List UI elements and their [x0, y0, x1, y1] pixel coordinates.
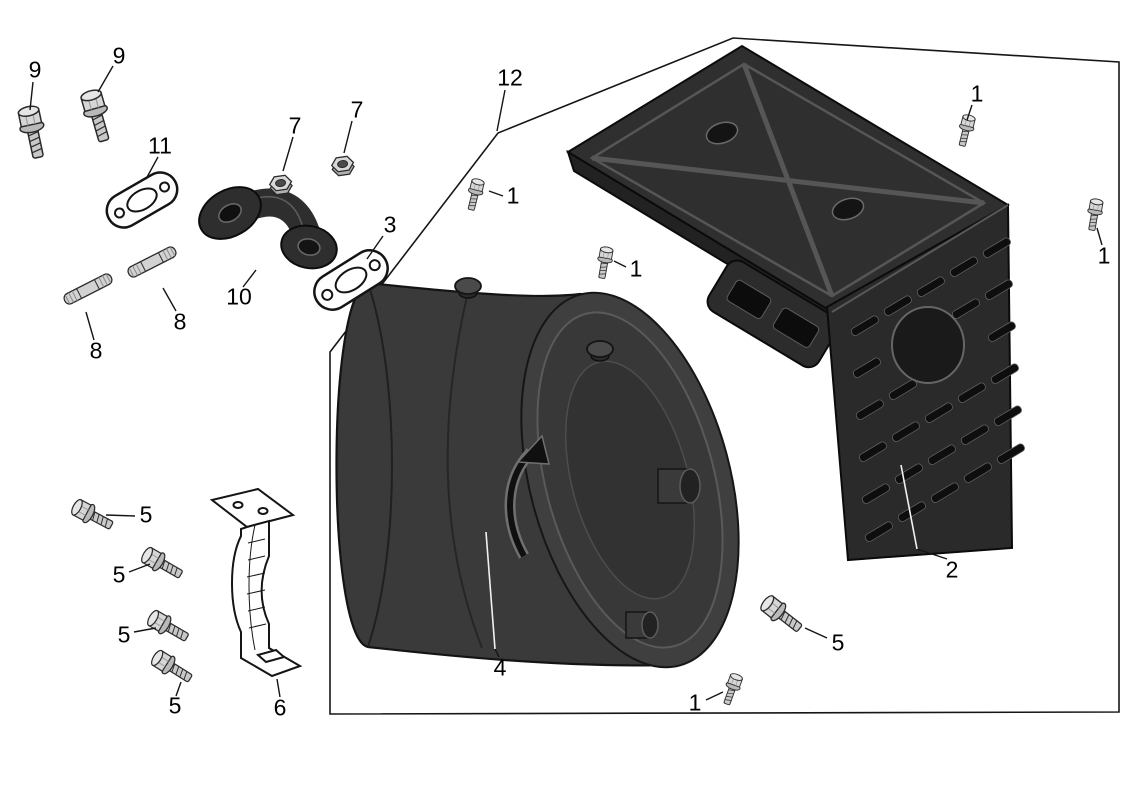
- callout-part-9: 9: [112, 42, 126, 69]
- callout-part-1: 1: [1097, 242, 1111, 269]
- leader-lines: [29, 65, 1103, 701]
- callout-part-2: 2: [945, 556, 959, 583]
- callout-part-5: 5: [139, 501, 153, 528]
- bolt-5-c: [144, 606, 193, 647]
- callout-part-1: 1: [629, 255, 643, 282]
- assembly-boundary-outline: [329, 37, 1120, 715]
- callout-part-1: 1: [688, 689, 702, 716]
- callout-part-12: 12: [497, 64, 523, 91]
- callout-part-6: 6: [273, 694, 287, 721]
- guard-top-hole: [705, 121, 739, 145]
- mounting-bracket: [209, 487, 303, 678]
- gasket-upper: [105, 171, 179, 229]
- muffler-guard: [566, 44, 1027, 562]
- guard-shaft-hole: [891, 306, 965, 384]
- guard-top-hole: [831, 197, 865, 221]
- exhaust-pipe: [198, 186, 338, 270]
- bolt-1-a: [463, 176, 487, 213]
- callout-part-3: 3: [383, 211, 397, 238]
- guard-handle-bracket: [706, 259, 840, 369]
- bolt-5-d: [148, 646, 197, 688]
- bolt-5-e: [757, 591, 807, 638]
- stud-8-a: [61, 271, 115, 307]
- callout-part-10: 10: [226, 283, 252, 310]
- callout-part-5: 5: [831, 629, 845, 656]
- callout-part-1: 1: [506, 182, 520, 209]
- callout-part-7: 7: [350, 96, 364, 123]
- muffler-outlet-stub: [657, 468, 701, 504]
- bolt-1-c: [954, 112, 978, 149]
- callout-part-9: 9: [28, 56, 42, 83]
- callout-part-8: 8: [89, 337, 103, 364]
- gasket-lower: [313, 249, 389, 311]
- callout-part-7: 7: [288, 112, 302, 139]
- muffler-drain-stub: [625, 611, 659, 639]
- callout-part-8: 8: [173, 308, 187, 335]
- muffler: [335, 277, 740, 669]
- callout-part-5: 5: [112, 561, 126, 588]
- bolt-9-b: [77, 86, 117, 145]
- flow-arrow-emblem: [504, 434, 550, 559]
- bolt-1-e: [719, 671, 745, 707]
- bolt-5-b: [138, 543, 187, 584]
- callout-part-1: 1: [970, 80, 984, 107]
- callout-part-4: 4: [493, 654, 507, 681]
- nut-7-b: [330, 154, 356, 178]
- bolt-9-a: [15, 103, 51, 161]
- bolt-1-b: [594, 245, 615, 280]
- callout-part-11: 11: [148, 132, 172, 159]
- stud-8-b: [125, 244, 179, 280]
- muffler-rivet: [586, 340, 614, 362]
- muffler-rivet: [454, 277, 482, 299]
- bolt-1-d: [1084, 197, 1105, 232]
- callout-part-5: 5: [117, 621, 131, 648]
- callout-part-5: 5: [168, 692, 182, 719]
